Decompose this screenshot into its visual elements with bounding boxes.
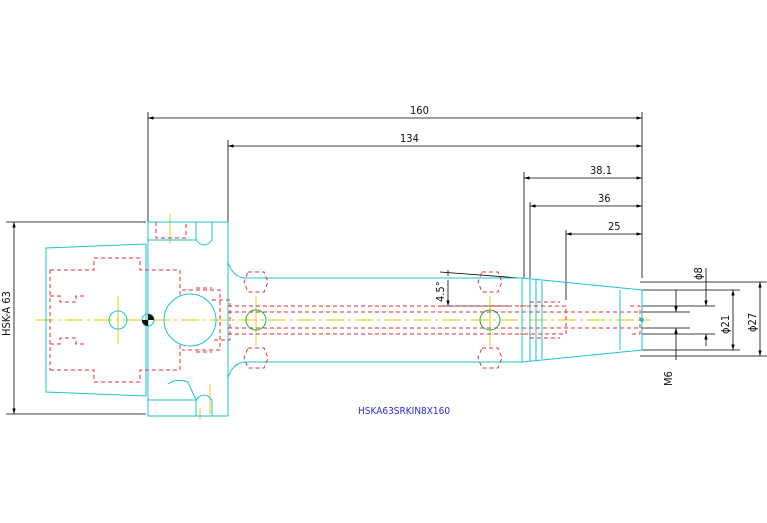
dim-160-label: 160 bbox=[410, 104, 429, 117]
dim-phi27-label: ϕ27 bbox=[746, 313, 759, 332]
dim-phi21-label: ϕ21 bbox=[719, 315, 732, 334]
dim-angle-label: 4.5° bbox=[434, 281, 447, 302]
dim-phi8-label: ϕ8 bbox=[692, 267, 705, 280]
dim-25-label: 25 bbox=[608, 220, 621, 233]
outline-group bbox=[45, 221, 644, 417]
dim-m6-label: M6 bbox=[662, 371, 675, 386]
green-group bbox=[245, 309, 501, 331]
hidden-group bbox=[49, 222, 642, 383]
dim-hsk-label: HSK-A 63 bbox=[0, 291, 13, 336]
dim-134-label: 134 bbox=[400, 132, 419, 145]
part-number-label: HSKA63SRKIN8X160 bbox=[358, 406, 450, 417]
dim-36-label: 36 bbox=[598, 192, 611, 205]
dimension-group: 160 134 38.1 36 25 HSK-A 63 ϕ8 ϕ21 bbox=[0, 104, 767, 415]
centerline-group bbox=[36, 214, 650, 420]
dim-38-label: 38.1 bbox=[590, 164, 612, 177]
